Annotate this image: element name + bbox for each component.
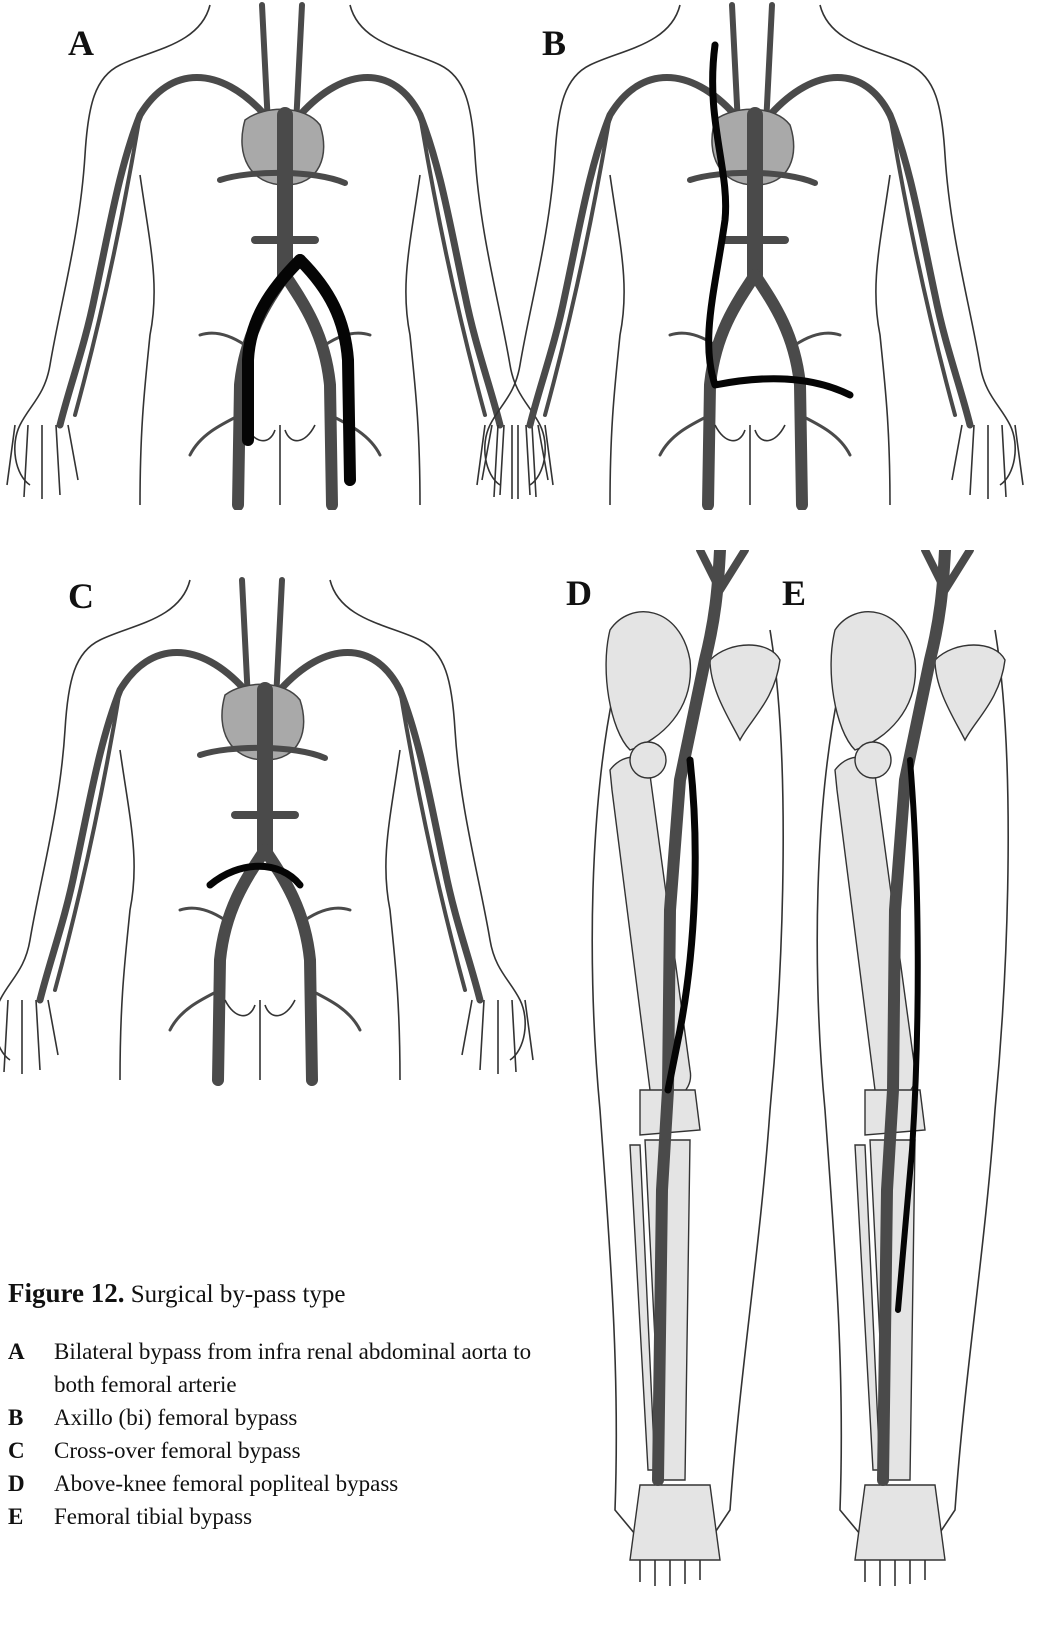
panel-a-label: A: [68, 22, 94, 64]
panel-d: D: [560, 550, 790, 1634]
legend-key: B: [8, 1401, 54, 1434]
panel-c-illustration: [0, 560, 560, 1100]
legend-key: E: [8, 1500, 54, 1533]
panel-d-label: D: [566, 572, 592, 614]
legend-item-e: E Femoral tibial bypass: [8, 1500, 548, 1533]
legend-item-a: A Bilateral bypass from infra renal abdo…: [8, 1335, 548, 1401]
figure-title-text: Surgical by-pass type: [131, 1281, 346, 1308]
panel-c: C: [0, 560, 560, 1100]
legend-key: C: [8, 1434, 54, 1467]
panel-e-illustration: [780, 550, 1010, 1634]
figure-title: Figure 12. Surgical by-pass type: [8, 1278, 548, 1309]
legend-text: Femoral tibial bypass: [54, 1500, 548, 1533]
legend-text: Axillo (bi) femoral bypass: [54, 1401, 548, 1434]
panel-b-label: B: [542, 22, 566, 64]
panel-d-illustration: [560, 550, 790, 1634]
legend-item-b: B Axillo (bi) femoral bypass: [8, 1401, 548, 1434]
panel-e-label: E: [782, 572, 806, 614]
legend-text: Cross-over femoral bypass: [54, 1434, 548, 1467]
legend-text: Above-knee femoral popliteal bypass: [54, 1467, 548, 1500]
panel-b-illustration: [470, 0, 1050, 510]
panel-c-label: C: [68, 575, 94, 617]
panel-b: B: [470, 0, 1050, 510]
figure-caption: Figure 12. Surgical by-pass type A Bilat…: [8, 1278, 548, 1533]
legend-text: Bilateral bypass from infra renal abdomi…: [54, 1335, 548, 1401]
legend-item-c: C Cross-over femoral bypass: [8, 1434, 548, 1467]
legend-key: D: [8, 1467, 54, 1500]
figure-label: Figure 12.: [8, 1278, 125, 1308]
legend-key: A: [8, 1335, 54, 1401]
graft-b-axillo-femoral: [709, 45, 850, 395]
legend-item-d: D Above-knee femoral popliteal bypass: [8, 1467, 548, 1500]
panel-e: E: [780, 550, 1010, 1634]
